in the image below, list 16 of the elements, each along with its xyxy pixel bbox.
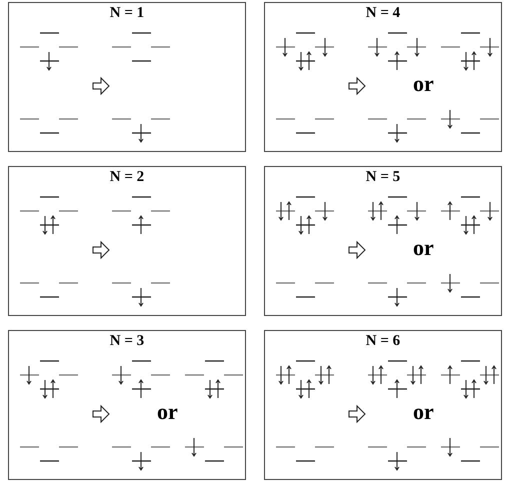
panel xyxy=(8,166,246,316)
alternative-text: or xyxy=(413,71,434,96)
panel xyxy=(264,166,502,316)
alternative-text: or xyxy=(413,399,434,424)
panel-heading: N = 2 xyxy=(110,169,144,185)
panel-heading: N = 5 xyxy=(366,169,400,185)
panel xyxy=(264,2,502,152)
panel-heading: N = 1 xyxy=(110,5,144,21)
panel-heading: N = 4 xyxy=(366,5,400,21)
panel xyxy=(264,330,502,480)
panel-heading: N = 3 xyxy=(110,333,144,349)
panel-heading: N = 6 xyxy=(366,333,400,349)
alternative-text: or xyxy=(157,399,178,424)
panel xyxy=(8,2,246,152)
alternative-text: or xyxy=(413,235,434,260)
panel xyxy=(8,330,246,480)
